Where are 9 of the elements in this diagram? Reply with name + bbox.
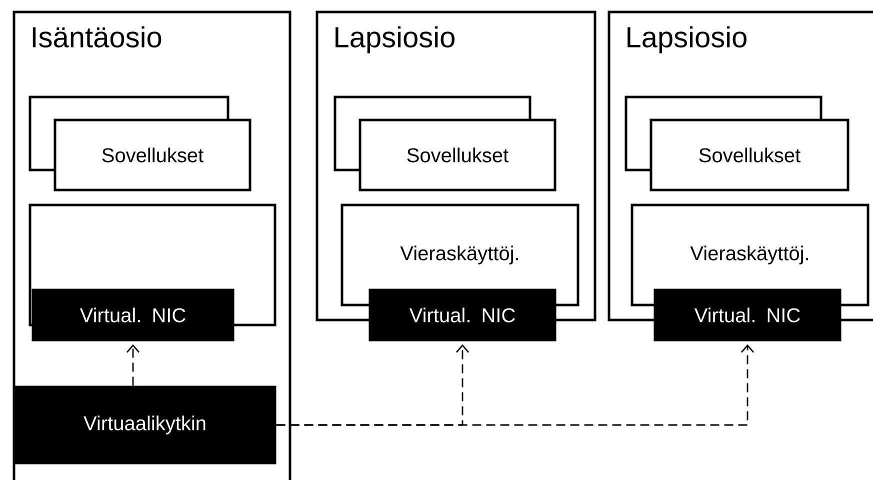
nic-box: Virtual. NIC [32,288,234,342]
component-box: Sovellukset [358,118,556,192]
component-box: Sovellukset [54,118,252,192]
nic-box: Virtual. NIC [654,288,842,342]
nic-box: Virtual. NIC [368,288,556,342]
nic-box: Virtuaalikytkin [14,386,276,464]
component-box: Sovellukset [650,118,850,192]
arrow [276,344,754,426]
arrow [126,344,140,386]
